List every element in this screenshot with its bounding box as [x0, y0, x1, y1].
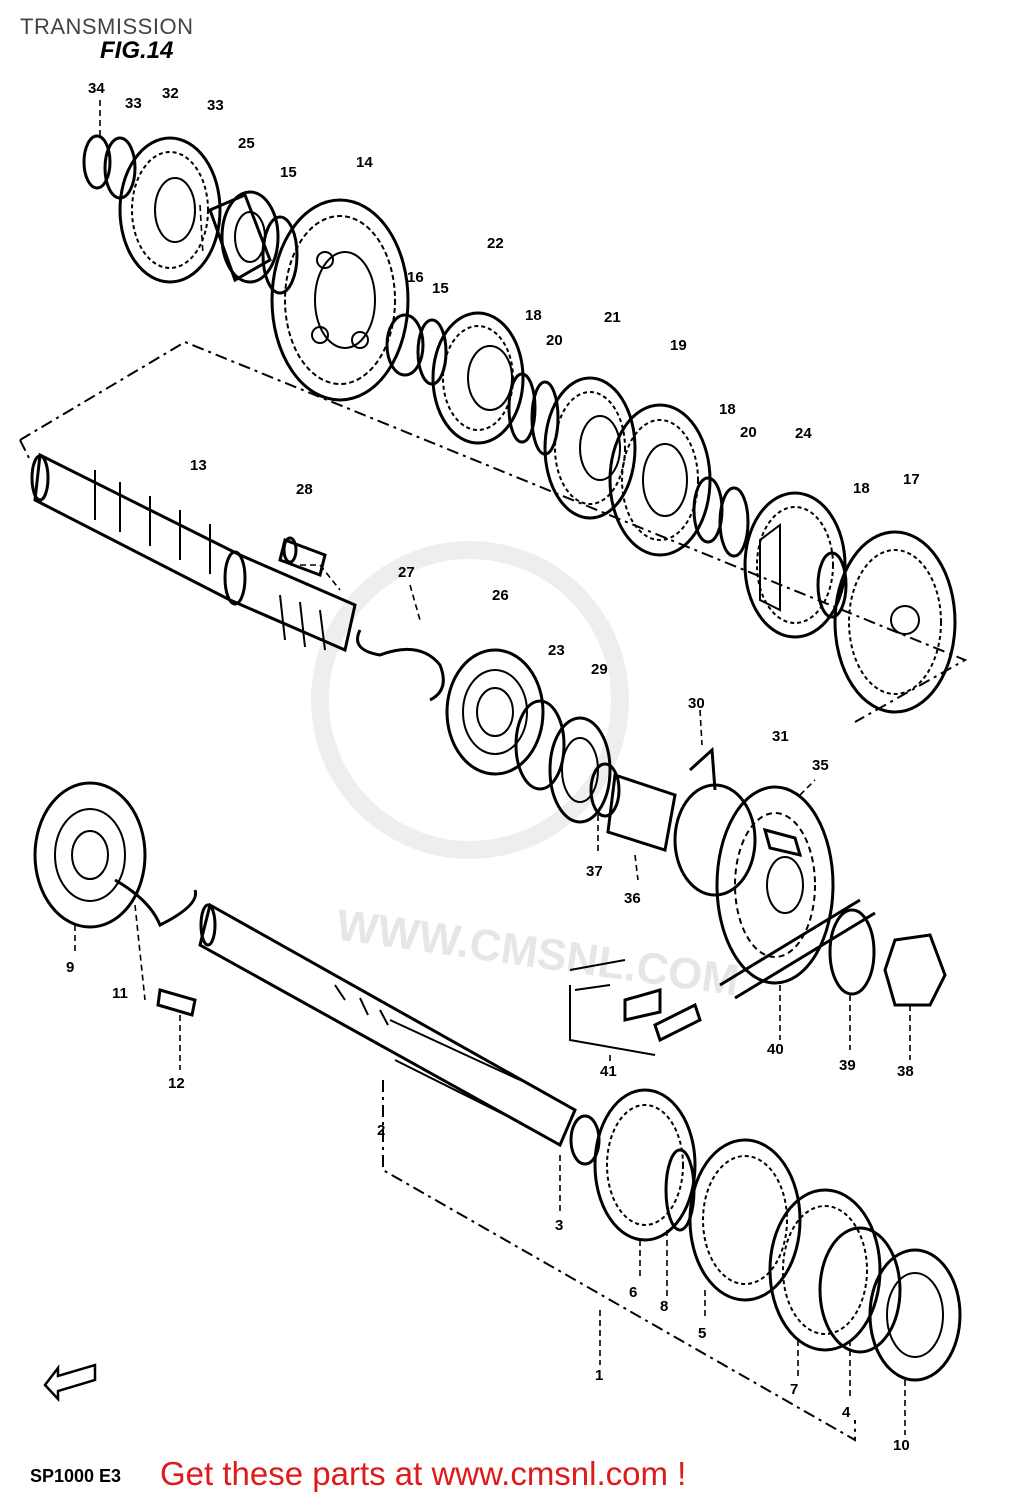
- callout-36: 36: [624, 890, 641, 907]
- watermark: WWW.CMSNL.COM: [333, 900, 742, 1005]
- master-link: [569, 959, 702, 1056]
- gear-32: [118, 136, 222, 284]
- circlip: [816, 551, 848, 619]
- bearing-plate: [114, 878, 198, 928]
- callout-1: 1: [595, 1367, 603, 1384]
- callout-24: 24: [795, 425, 812, 442]
- callout-15: 15: [280, 164, 297, 181]
- bolt: [762, 827, 803, 858]
- gear-5: [688, 1138, 802, 1302]
- gear-14: [270, 198, 410, 402]
- gear-22: [431, 311, 525, 445]
- callout-18: 18: [719, 401, 736, 418]
- callout-35: 35: [812, 757, 829, 774]
- model-label: SP1000 E3: [30, 1466, 121, 1486]
- front-arrow-icon: [43, 1363, 97, 1403]
- callout-13: 13: [190, 457, 207, 474]
- callout-3: 3: [555, 1217, 563, 1234]
- oil-seal: [548, 716, 612, 824]
- gear-24: [743, 491, 847, 639]
- callout-19: 19: [670, 337, 687, 354]
- needle-bearing: [385, 313, 425, 377]
- callout-29: 29: [591, 661, 608, 678]
- callout-38: 38: [897, 1063, 914, 1080]
- callout-33: 33: [125, 95, 142, 112]
- callout-34: 34: [88, 80, 105, 97]
- callout-2: 2: [377, 1122, 385, 1139]
- callout-18: 18: [853, 480, 870, 497]
- callout-6: 6: [629, 1284, 637, 1301]
- callout-14: 14: [356, 154, 373, 171]
- o-ring: [589, 762, 621, 818]
- bearing-9: [33, 781, 147, 929]
- gear-19: [608, 403, 712, 557]
- callout-22: 22: [487, 235, 504, 252]
- callout-32: 32: [162, 85, 179, 102]
- spacer: [606, 772, 677, 852]
- callout-25: 25: [238, 135, 255, 152]
- callout-7: 7: [790, 1381, 798, 1398]
- callout-41: 41: [600, 1063, 617, 1080]
- circlip: [507, 372, 537, 444]
- gear-21: [543, 376, 637, 520]
- callout-26: 26: [492, 587, 509, 604]
- washer: [261, 215, 299, 295]
- bearing-10: [868, 1248, 962, 1382]
- circlip: [82, 134, 112, 190]
- figure-label: FIG.14: [100, 37, 173, 64]
- callout-28: 28: [296, 481, 313, 498]
- o-ring: [514, 699, 566, 791]
- callout-37: 37: [586, 863, 603, 880]
- gear-4: [818, 1226, 902, 1354]
- countershaft: [30, 452, 357, 653]
- drive-chain: [719, 898, 876, 1000]
- screw: [156, 988, 197, 1017]
- screw: [278, 538, 327, 577]
- callout-21: 21: [604, 309, 621, 326]
- circlip: [692, 476, 724, 544]
- callout-30: 30: [688, 695, 705, 712]
- callout-11: 11: [112, 985, 128, 1002]
- callout-23: 23: [548, 642, 565, 659]
- bearing-26: [445, 648, 545, 776]
- gear-6: [593, 1088, 697, 1242]
- callout-5: 5: [698, 1325, 706, 1342]
- callout-33: 33: [207, 97, 224, 114]
- callout-9: 9: [66, 959, 74, 976]
- callout-15: 15: [432, 280, 449, 297]
- sprocket-plate: [673, 746, 757, 897]
- callout-labels: 34 33 32 33 25 15 14 22 16 15 18 20 21 1…: [66, 80, 920, 1454]
- callout-12: 12: [168, 1075, 185, 1092]
- callout-39: 39: [839, 1057, 856, 1074]
- cta-banner[interactable]: Get these parts at www.cmsnl.com !: [160, 1455, 687, 1492]
- bearing-25: [208, 190, 280, 284]
- mainshaft: [198, 902, 577, 1148]
- callout-17: 17: [903, 471, 920, 488]
- callout-16: 16: [407, 269, 424, 286]
- lock-washer: [828, 908, 876, 996]
- callout-31: 31: [772, 728, 789, 745]
- gear-17: [833, 530, 957, 714]
- callout-8: 8: [660, 1298, 668, 1315]
- callout-20: 20: [740, 424, 757, 441]
- gear-7: [768, 1188, 882, 1352]
- callout-10: 10: [893, 1437, 910, 1454]
- bearing-plate: [356, 629, 445, 702]
- engine-sprocket: [715, 785, 835, 985]
- callout-4: 4: [842, 1404, 851, 1421]
- washer: [718, 486, 750, 558]
- callout-20: 20: [546, 332, 563, 349]
- callout-40: 40: [767, 1041, 784, 1058]
- nut: [883, 933, 947, 1007]
- page-title: TRANSMISSION: [20, 14, 194, 39]
- callout-18: 18: [525, 307, 542, 324]
- callout-27: 27: [398, 564, 415, 581]
